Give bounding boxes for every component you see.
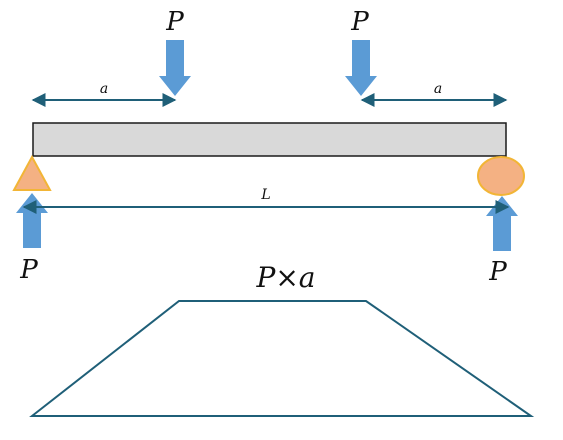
- load-label-right: P: [350, 7, 369, 37]
- down-arrow-icon: [345, 40, 377, 96]
- beam: [32, 122, 507, 157]
- load-arrow-left: [159, 40, 191, 96]
- up-arrow-icon: [16, 193, 48, 248]
- reaction-arrow-left: [16, 193, 48, 248]
- pin-triangle-icon: [12, 154, 52, 191]
- span-label: L: [260, 187, 270, 203]
- reaction-label-right: P: [488, 257, 507, 287]
- dimension-label-right: a: [434, 81, 442, 97]
- load-label-left: P: [165, 7, 184, 37]
- up-arrow-icon: [486, 196, 518, 251]
- reaction-label-left: P: [19, 255, 38, 285]
- roller-circle-icon: [477, 156, 525, 196]
- reaction-arrow-right: [486, 196, 518, 251]
- down-arrow-icon: [159, 40, 191, 96]
- bending-moment-diagram: [29, 300, 535, 417]
- moment-max-label: P×a: [256, 261, 316, 294]
- load-arrow-right: [345, 40, 377, 96]
- dimension-label-left: a: [100, 81, 108, 97]
